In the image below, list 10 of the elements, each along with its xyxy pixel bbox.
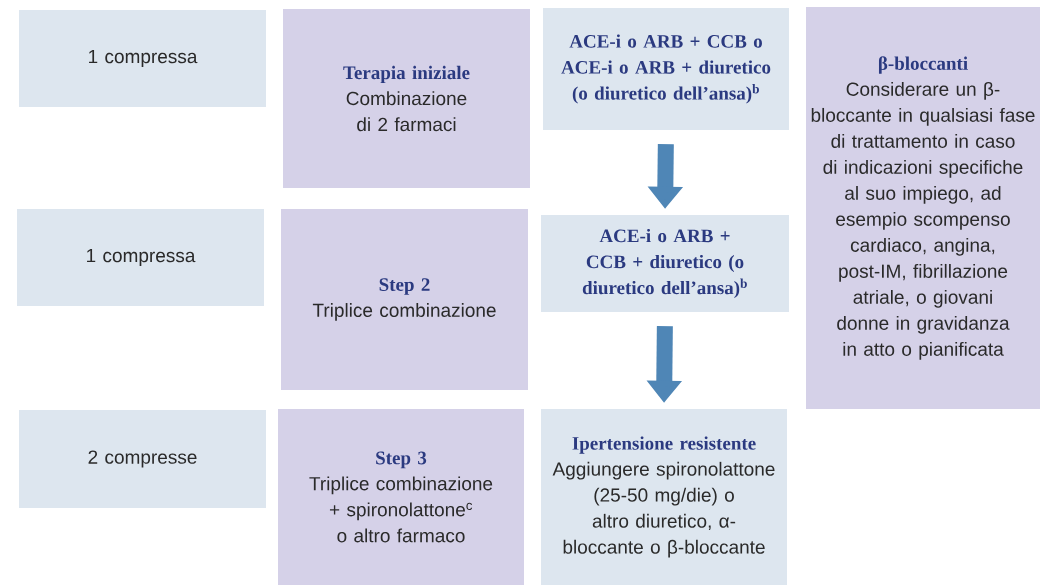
therapy-box: ACE-i o ARB + CCB + diuretico (o diuretico dell’ansa)$^{b}$ bbox=[541, 215, 789, 312]
step-box: Step 3 Triplice combinazione + spironolattone$^{c}$ o altro farmaco bbox=[278, 409, 524, 585]
dose-box: 2 compresse bbox=[19, 410, 266, 508]
dose-box: 1 compressa bbox=[19, 10, 266, 107]
step-box: Step 2 Triplice combinazione bbox=[281, 209, 528, 390]
step-box: Terapia iniziale Combinazione di 2 farmaci bbox=[283, 9, 530, 188]
therapy-box: ACE-i o ARB + CCB o ACE-i o ARB + diuretico (o diuretico dell’ansa)$^{b}$ bbox=[543, 8, 789, 130]
dose-box: 1 compressa bbox=[17, 209, 264, 306]
step-box: Ipertensione resistente Aggiungere spironolattone (25-50 mg/die) o altro diuretico, α-bloccante o β-bloccante bbox=[541, 409, 787, 585]
note-box: β-bloccanti Considerare un β-bloccante in qualsiasi fase di trattamento in caso di indicazioni specifiche al suo impiego, ad esempio scompenso cardiaco, angina, post-IM, fibrillazione atriale, o giovani donne in gravidanza in atto o pianificata bbox=[806, 7, 1040, 409]
